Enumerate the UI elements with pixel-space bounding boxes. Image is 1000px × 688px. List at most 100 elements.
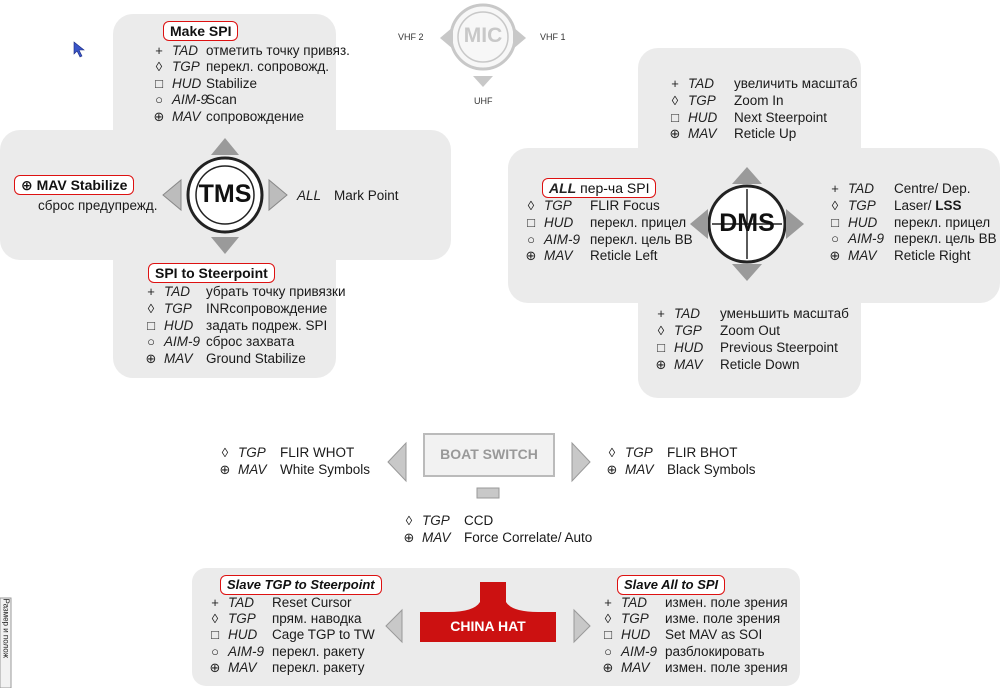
function-text-main: INRсопровождение [206, 300, 328, 316]
function-text-main: увеличить масштаб [734, 76, 858, 91]
plus-icon: + [604, 595, 612, 610]
mode-label: AIM-9 [544, 231, 581, 247]
mode-label: TAD [228, 595, 254, 610]
circle-icon: ○ [604, 643, 612, 659]
function-text-main: перекл. прицел [894, 214, 991, 230]
crosshair-icon: ⊕ [403, 530, 415, 545]
plus-icon: + [657, 306, 665, 321]
tms-right-mode: ALL [297, 188, 322, 203]
function-text: уменьшить масштаб [720, 306, 849, 322]
function-text: Reset Cursor [272, 595, 352, 611]
function-text: FLIR BHOT [667, 445, 738, 461]
diamond-icon: ◊ [527, 198, 535, 213]
function-text: Cage TGP to TW [272, 627, 375, 643]
function-text: сброс захвата [206, 334, 294, 350]
mode-label: TGP [688, 92, 716, 108]
function-text: измен. поле зрения [665, 595, 788, 611]
plus-icon: + [211, 595, 219, 610]
function-text-main: Previous Steerpoint [720, 340, 838, 355]
circle-icon: ○ [211, 643, 219, 659]
function-text: FLIR Focus [590, 198, 660, 214]
function-text-main: Centre/ Dep. [894, 181, 971, 196]
tms-right-arrow [268, 178, 288, 212]
function-text: CCD [464, 513, 493, 529]
dms-down-arrow [732, 264, 762, 281]
side-tab-label[interactable]: Размер и полож [1, 598, 11, 658]
mode-label: TGP [848, 197, 876, 213]
circle-icon: ○ [155, 92, 163, 108]
tms-left-title-mode: MAV [36, 177, 67, 193]
boat-down-indicator [476, 487, 500, 499]
function-text-main: задать подреж. SPI [206, 317, 328, 333]
mode-label: MAV [625, 462, 654, 477]
function-text: увеличить масштаб [734, 76, 857, 92]
plus-icon: + [147, 284, 155, 299]
function-text-main: уменьшить масштаб [720, 306, 849, 321]
mode-label: TAD [674, 306, 700, 321]
tms-left-sub: сброс предупрежд. [38, 198, 158, 213]
tms-up-arrow [211, 138, 239, 155]
function-text-main: Scan [206, 92, 237, 108]
mode-label: MAV [228, 659, 257, 675]
function-text-main: изме. поле зрения [665, 611, 781, 627]
mode-label: AIM-9 [164, 334, 201, 350]
dms-label: DMS [719, 209, 775, 237]
mode-label: MAV [688, 126, 717, 142]
tms-left-title-text: Stabilize [70, 177, 128, 193]
dms-left-title-mode: ALL [549, 180, 577, 196]
function-text-main: измен. поле зрения [665, 595, 788, 610]
function-text-main: Reticle Up [734, 126, 797, 142]
function-text-main: FLIR WHOT [280, 445, 355, 460]
dms-left-title: ALL пер-ча SPI [542, 178, 657, 198]
function-text: Ground Stabilize [206, 351, 306, 367]
function-text-main: перекл. цель ВВ [590, 231, 693, 247]
function-text: Stabilize [206, 76, 257, 92]
dms-left-arrow [690, 209, 708, 239]
diamond-icon: ◊ [155, 59, 163, 75]
circle-icon: ○ [831, 231, 839, 247]
crosshair-icon: ⊕ [21, 177, 33, 193]
mode-label: TGP [422, 513, 450, 528]
function-text-main: Zoom Out [720, 323, 781, 338]
function-text-main: Force Correlate/ Auto [464, 530, 593, 545]
mode-label: TGP [621, 611, 649, 627]
diamond-icon: ◊ [608, 445, 616, 460]
square-icon: □ [155, 75, 163, 91]
crosshair-icon: ⊕ [145, 351, 157, 367]
function-text: перекл. цель ВВ [590, 232, 693, 248]
mode-label: AIM-9 [848, 231, 885, 247]
circle-icon: ○ [527, 231, 535, 247]
square-icon: □ [831, 214, 839, 230]
function-text: Previous Steerpoint [720, 340, 838, 356]
function-text-main: Stabilize [206, 75, 258, 91]
function-text-main: CCD [464, 513, 494, 528]
plus-icon: + [671, 76, 679, 91]
crosshair-icon: ⊕ [606, 462, 618, 477]
square-icon: □ [147, 317, 155, 333]
tms-up-title: Make SPI [163, 21, 239, 41]
function-text: White Symbols [280, 462, 370, 478]
function-text: Next Steerpoint [734, 110, 827, 126]
mode-label: MAV [848, 248, 877, 264]
function-text: Set MAV as SOI [665, 627, 762, 643]
square-icon: □ [671, 109, 679, 125]
function-text: перекл. цель ВВ [894, 231, 997, 247]
function-text-main: FLIR Focus [590, 198, 660, 213]
mode-label: MAV [164, 351, 193, 367]
plus-icon: + [155, 43, 163, 58]
function-text: Reticle Down [720, 357, 800, 373]
dms-up-arrow [732, 167, 762, 184]
crosshair-icon: ⊕ [525, 248, 537, 264]
dms-left-title-text: пер-ча SPI [580, 180, 650, 196]
tms-label: TMS [198, 180, 252, 208]
mode-label: AIM-9 [228, 643, 265, 659]
mic-left-label: VHF 2 [398, 32, 424, 42]
mode-label: TGP [544, 198, 572, 213]
function-text: Force Correlate/ Auto [464, 530, 592, 546]
mode-label: HUD [688, 109, 718, 125]
function-text: задать подреж. SPI [206, 318, 327, 334]
dms-right-arrow [786, 209, 804, 239]
function-text: INRсопровождение [206, 301, 327, 317]
function-text-main: Black Symbols [667, 462, 756, 477]
mode-label: MAV [544, 248, 573, 264]
